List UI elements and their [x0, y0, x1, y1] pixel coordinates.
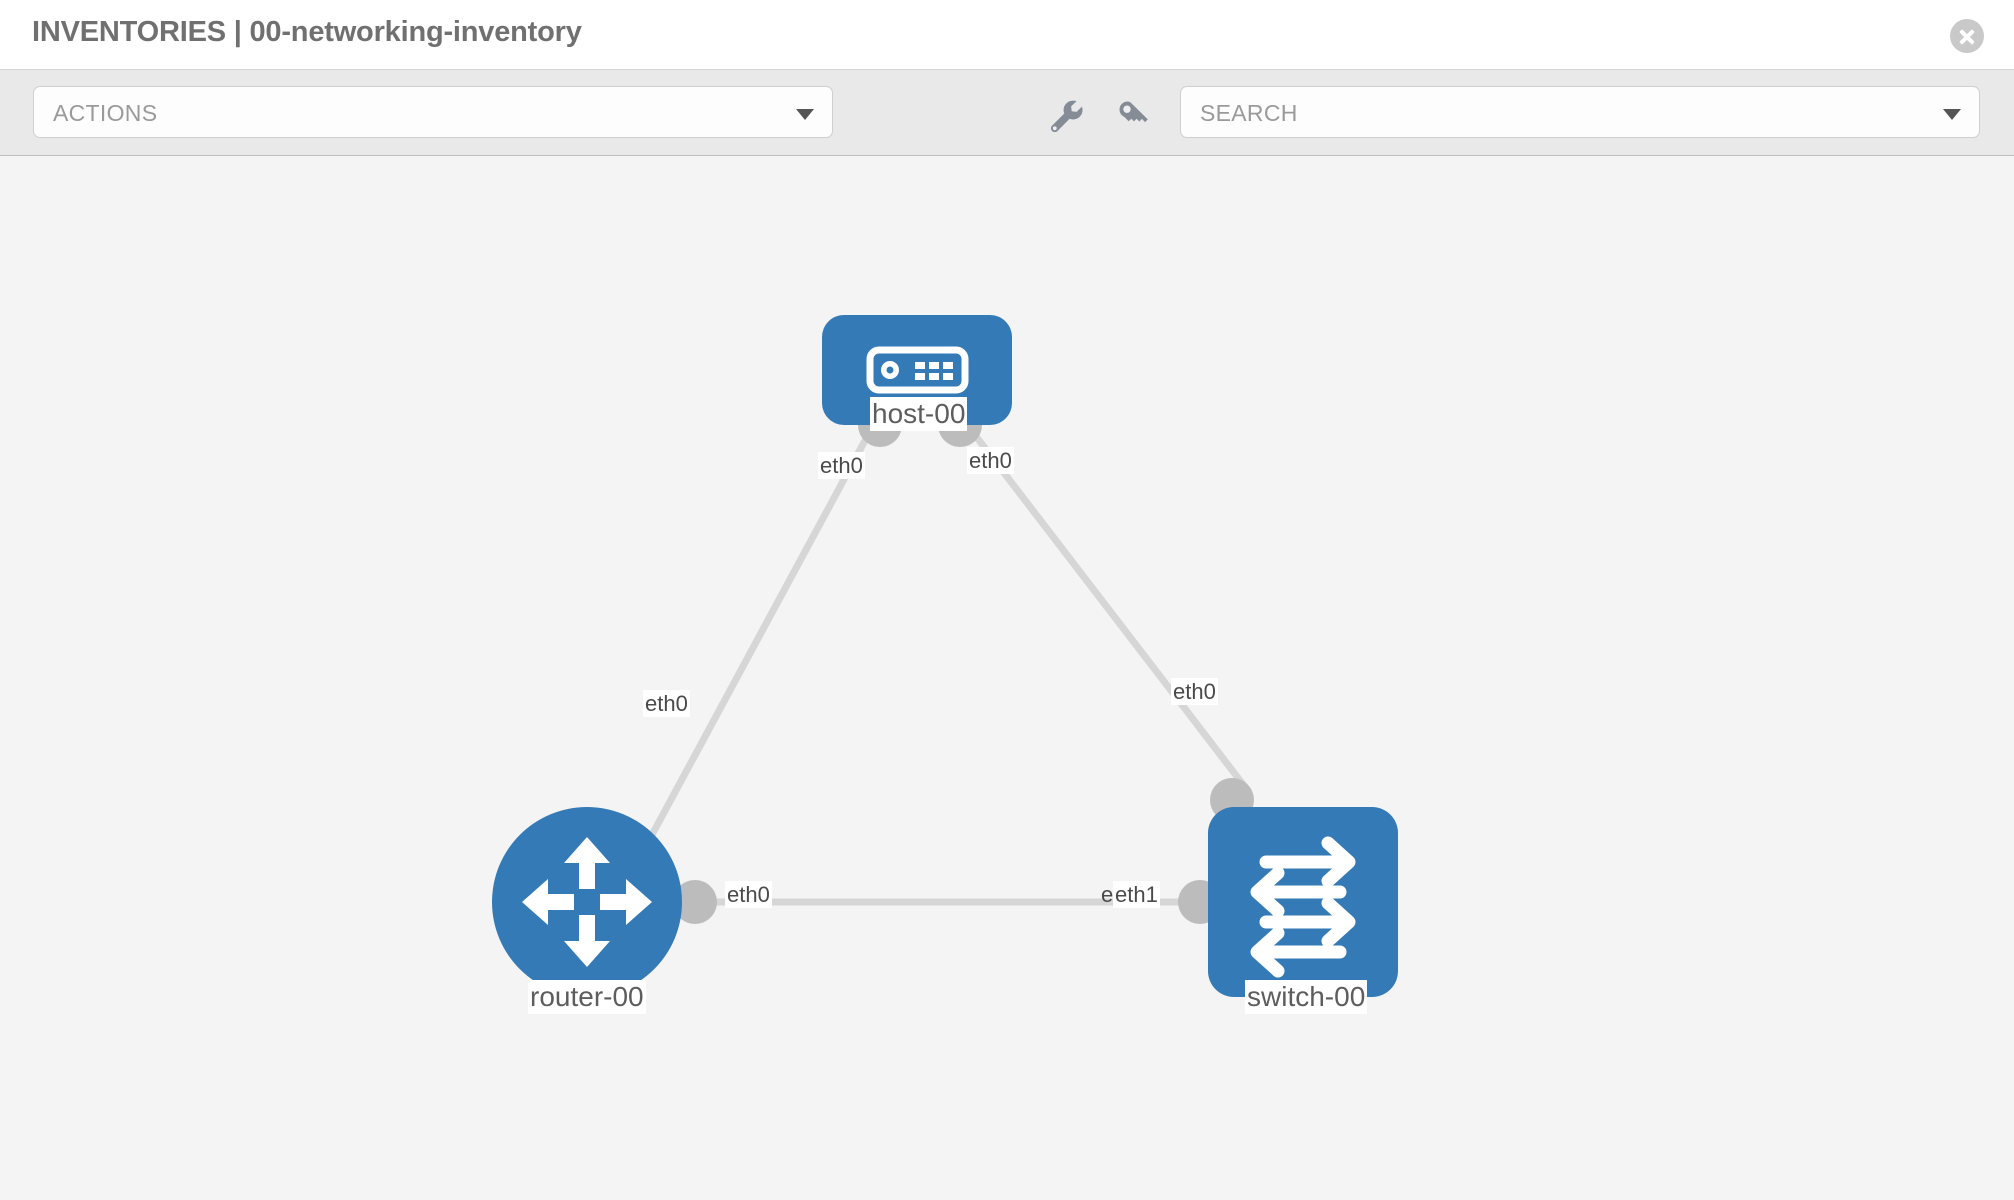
- chevron-down-icon: [1943, 109, 1961, 120]
- node-switch-00[interactable]: switch-00: [1208, 807, 1398, 1014]
- edge-host-switch: [962, 419, 1248, 790]
- page-title: INVENTORIES | 00-networking-inventory: [32, 16, 582, 48]
- node-router-00-label: router-00: [528, 980, 646, 1014]
- connector-router-right: [673, 880, 717, 924]
- page-header: INVENTORIES | 00-networking-inventory: [0, 0, 2014, 70]
- toolbar: ACTIONS SEARCH: [0, 70, 2014, 156]
- search-input[interactable]: SEARCH: [1180, 86, 1980, 138]
- edge-group: [636, 419, 1248, 906]
- topology-edges: [636, 403, 1254, 924]
- iface-label-router-to-host: eth0: [643, 690, 690, 717]
- search-placeholder: SEARCH: [1200, 100, 1298, 126]
- iface-label-switch-to-router-b: eth1: [1113, 881, 1160, 908]
- iface-label-router-to-switch: eth0: [725, 881, 772, 908]
- node-switch-shape: [1208, 807, 1398, 997]
- router-arrows-icon: [522, 837, 652, 967]
- wrench-icon[interactable]: [1046, 98, 1086, 136]
- iface-label-host-right: eth0: [967, 447, 1014, 474]
- close-icon[interactable]: [1950, 19, 1984, 53]
- node-router-00[interactable]: router-00: [492, 807, 682, 1014]
- node-host-00-label: host-00: [870, 397, 968, 431]
- node-host-00[interactable]: host-00: [822, 315, 1012, 431]
- server-icon: [866, 346, 969, 394]
- actions-dropdown[interactable]: ACTIONS: [33, 86, 833, 138]
- topology-canvas[interactable]: host-00 router-00: [0, 157, 2014, 1200]
- switch-arrows-icon: [1250, 836, 1356, 978]
- iface-label-host-left: eth0: [818, 452, 865, 479]
- key-icon[interactable]: [1113, 98, 1153, 136]
- node-switch-00-label: switch-00: [1245, 980, 1368, 1014]
- iface-label-switch-to-host: eth0: [1171, 678, 1218, 705]
- edge-host-router: [636, 420, 879, 859]
- chevron-down-icon: [796, 109, 814, 120]
- actions-dropdown-label: ACTIONS: [53, 100, 158, 126]
- connector-group: [673, 403, 1254, 924]
